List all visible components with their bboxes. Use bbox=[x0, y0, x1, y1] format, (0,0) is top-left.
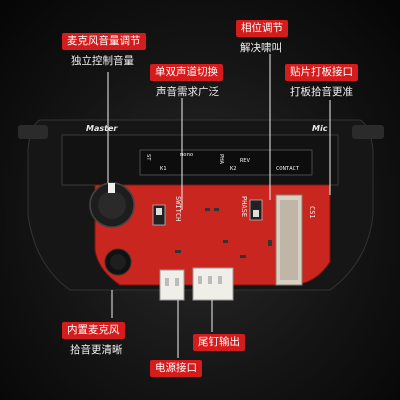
rev-label: REV bbox=[240, 158, 250, 164]
pickup-tag: 贴片打板接口 bbox=[285, 64, 358, 81]
k2-label: K2 bbox=[230, 166, 237, 172]
mono-stereo-tag: 单双声道切换 bbox=[150, 64, 223, 81]
builtin-mic-desc: 拾音更清晰 bbox=[70, 344, 123, 356]
mic-volume-tag: 麦克风音量调节 bbox=[62, 33, 146, 50]
tail-out-tag: 尾钉输出 bbox=[193, 334, 245, 351]
mic-label: Mic bbox=[312, 124, 328, 133]
cs-silk: CS1 bbox=[308, 206, 316, 219]
power-tag: 电源接口 bbox=[150, 360, 202, 377]
mono-label: mono bbox=[180, 152, 194, 158]
pha-label: PHA bbox=[218, 154, 224, 164]
k1-label: K1 bbox=[160, 166, 167, 172]
contact-label: CONTACT bbox=[276, 166, 300, 172]
builtin-mic-tag: 内置麦克风 bbox=[62, 322, 125, 339]
phase-desc: 解决啸叫 bbox=[240, 42, 282, 54]
master-label: Master bbox=[86, 124, 118, 133]
mic-volume-desc: 独立控制音量 bbox=[71, 55, 134, 67]
phase-silk: PHASE bbox=[240, 196, 248, 218]
leader-lines bbox=[107, 54, 331, 358]
mono-stereo-desc: 声音需求广泛 bbox=[156, 86, 219, 98]
label-plate bbox=[139, 149, 313, 176]
housing-clip-left bbox=[18, 125, 48, 139]
pickup-desc: 打板拾音更准 bbox=[290, 86, 353, 98]
phase-tag: 相位调节 bbox=[236, 20, 288, 37]
tail-output-connector-icon bbox=[159, 269, 185, 301]
housing-clip-right bbox=[352, 125, 384, 139]
switch-silk: SWITCH bbox=[174, 196, 182, 222]
stereo-short-label: ST bbox=[145, 154, 151, 161]
